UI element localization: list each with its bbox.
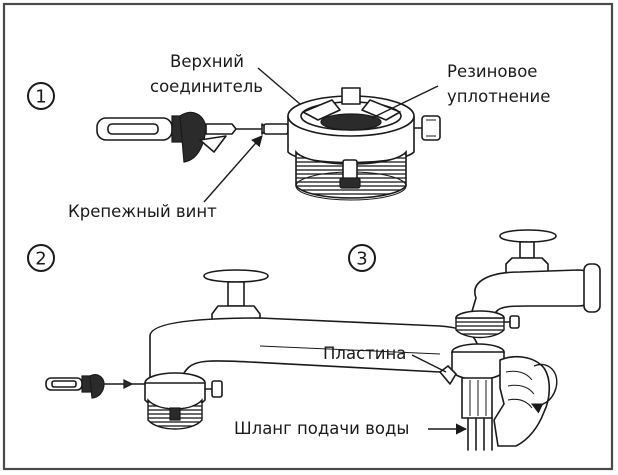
step-1-number: 1 — [35, 87, 46, 108]
step-2-badge — [27, 244, 55, 272]
label-plate: Пластина — [323, 344, 406, 363]
label-rubber-seal-line2: уплотнение — [447, 87, 550, 106]
faucet-icon — [149, 269, 479, 381]
leader-rubber-seal — [371, 85, 439, 119]
step-1-badge — [27, 82, 55, 110]
label-rubber-seal-line1: Резиновое — [447, 62, 537, 81]
rotation-arrow-icon — [530, 363, 558, 414]
screwdriver-icon — [96, 111, 269, 163]
hose — [467, 417, 493, 451]
leader-fixing-screw — [203, 135, 263, 203]
connector-installed — [455, 310, 520, 339]
diagram-border — [2, 2, 614, 471]
label-water-supply-hose: Шланг подачи воды — [234, 419, 409, 438]
hand-icon — [493, 355, 551, 447]
step-3-illustration: 3 — [234, 229, 601, 451]
leader-upper-connector — [257, 67, 301, 105]
faucet-icon-step3 — [469, 229, 601, 319]
label-upper-connector-line1: Верхний — [170, 52, 244, 71]
label-fixing-screw: Крепежный винт — [68, 202, 217, 221]
step-3-badge — [348, 244, 376, 272]
small-screwdriver-icon — [45, 374, 146, 399]
step-3-number: 3 — [356, 249, 367, 270]
label-upper-connector-line2: соединитель — [150, 77, 263, 96]
leader-plate — [411, 354, 447, 373]
fixing-screw-shaft — [263, 123, 289, 135]
step-2-number: 2 — [35, 249, 46, 270]
step-2-illustration: 2 — [27, 244, 479, 430]
connector-attached — [144, 372, 223, 430]
step-1-illustration: 1 — [27, 52, 550, 221]
upper-connector — [287, 87, 441, 201]
